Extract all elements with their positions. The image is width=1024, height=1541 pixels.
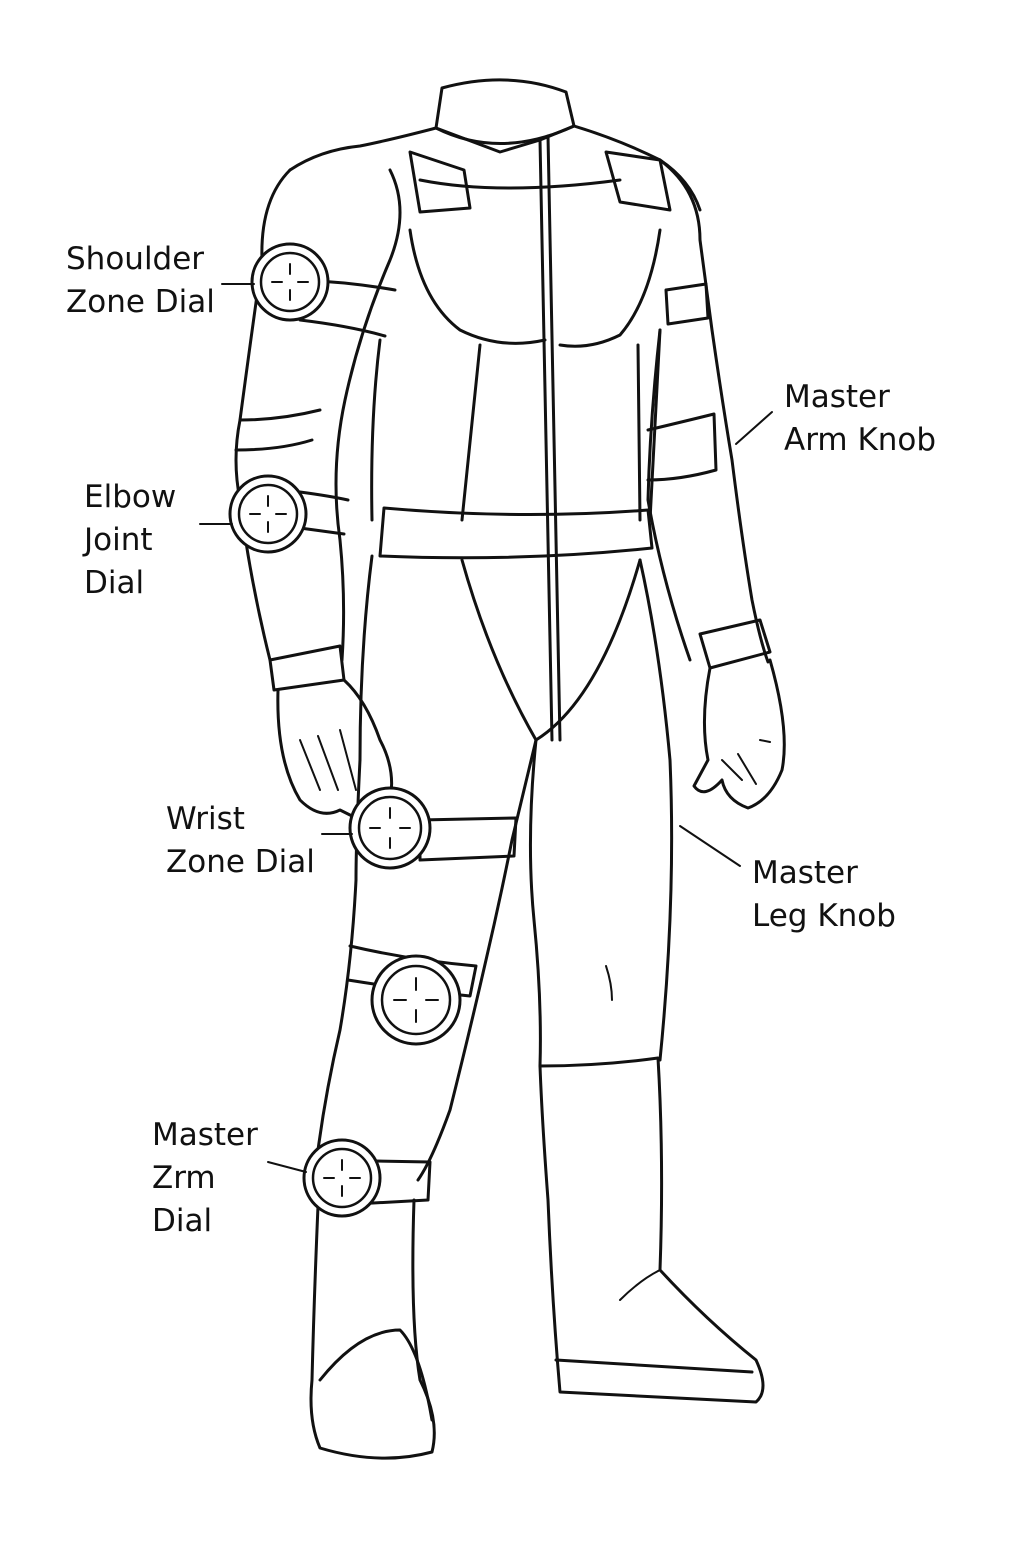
label-master-leg-knob: Master Leg Knob (752, 852, 896, 938)
chest-panel-right (560, 230, 660, 346)
zipper (540, 136, 560, 740)
ribs (462, 345, 640, 520)
label-line: Master (784, 376, 936, 419)
elbow-dial (230, 476, 306, 552)
right-forearm-panel (648, 414, 716, 480)
right-hand (694, 660, 784, 808)
label-line: Joint (84, 519, 176, 562)
right-leg-outer (640, 560, 672, 1060)
belt (380, 508, 652, 558)
label-master-arm-knob: Master Arm Knob (784, 376, 936, 462)
label-line: Dial (152, 1200, 258, 1243)
right-leg-inner (530, 740, 540, 1066)
leader-master-arm (736, 412, 772, 444)
torso-left (290, 128, 436, 170)
label-line: Zone Dial (66, 281, 215, 324)
label-line: Dial (84, 562, 176, 605)
side-panel-left (372, 340, 380, 520)
label-line: Elbow (84, 476, 176, 519)
leader-master-leg (680, 826, 740, 866)
right-boot-sole (556, 1360, 752, 1372)
right-arm-inner (648, 330, 690, 660)
right-boot-crease (620, 1270, 660, 1300)
torso-right (574, 126, 700, 210)
label-line: Arm Knob (784, 419, 936, 462)
left-fingers (300, 730, 356, 790)
wrist-dial (350, 788, 430, 868)
right-arm-outer (660, 160, 768, 662)
label-line: Wrist (166, 798, 315, 841)
right-boot (540, 1058, 763, 1402)
shin-dial (304, 1140, 380, 1216)
label-line: Master (152, 1114, 258, 1157)
collar (436, 80, 574, 152)
right-fingers (722, 740, 770, 784)
shoulder-dial (252, 244, 328, 320)
leader-master-zrm (268, 1162, 306, 1172)
label-line: Zone Dial (166, 841, 315, 884)
label-wrist-zone-dial: Wrist Zone Dial (166, 798, 315, 884)
left-cuff (270, 646, 344, 690)
label-shoulder-zone-dial: Shoulder Zone Dial (66, 238, 215, 324)
chest-line (420, 180, 620, 188)
label-line: Shoulder (66, 238, 215, 281)
left-elbow-band (236, 410, 320, 450)
knee-dial (372, 956, 460, 1044)
chest-panel-left (410, 230, 545, 343)
thigh-strap (420, 818, 516, 860)
label-line: Zrm (152, 1157, 258, 1200)
label-line: Master (752, 852, 896, 895)
right-arm-band (666, 284, 708, 324)
label-line: Leg Knob (752, 895, 896, 938)
knee-crease (606, 966, 612, 1000)
label-master-zrm-dial: Master Zrm Dial (152, 1114, 258, 1243)
label-elbow-joint-dial: Elbow Joint Dial (84, 476, 176, 605)
right-wrist-band (700, 620, 770, 668)
left-boot (311, 1200, 434, 1458)
